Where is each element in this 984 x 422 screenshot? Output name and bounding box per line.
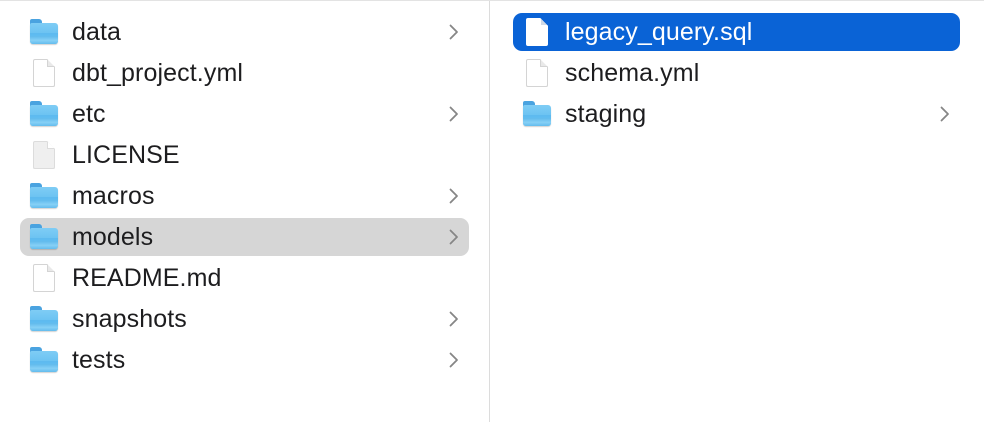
file-row-tests[interactable]: tests [20, 341, 469, 379]
document-gray-icon [28, 139, 60, 171]
file-row-label: LICENSE [72, 141, 180, 169]
file-row-label: staging [565, 100, 647, 128]
chevron-right-icon[interactable] [445, 105, 463, 123]
file-column-child: legacy_query.sql schema.yml staging [490, 1, 983, 422]
chevron-right-icon[interactable] [445, 310, 463, 328]
file-row-legacy-query-sql[interactable]: legacy_query.sql [513, 13, 960, 51]
file-list-child: legacy_query.sql schema.yml staging [490, 10, 983, 136]
file-row-label: etc [72, 100, 106, 128]
file-row-label: schema.yml [565, 59, 700, 87]
file-row-license[interactable]: LICENSE [20, 136, 469, 174]
file-row-label: dbt_project.yml [72, 59, 244, 87]
file-row-etc[interactable]: etc [20, 95, 469, 133]
file-row-readme-md[interactable]: README.md [20, 259, 469, 297]
file-row-snapshots[interactable]: snapshots [20, 300, 469, 338]
folder-icon [521, 98, 553, 130]
chevron-right-icon[interactable] [445, 23, 463, 41]
chevron-right-icon[interactable] [445, 228, 463, 246]
document-icon [28, 262, 60, 294]
file-row-dbt-project-yml[interactable]: dbt_project.yml [20, 54, 469, 92]
folder-icon [28, 180, 60, 212]
folder-icon [28, 16, 60, 48]
chevron-right-icon[interactable] [445, 351, 463, 369]
file-row-label: macros [72, 182, 155, 210]
document-icon [521, 16, 553, 48]
folder-icon [28, 221, 60, 253]
folder-icon [28, 303, 60, 335]
file-row-label: README.md [72, 264, 222, 292]
file-row-label: snapshots [72, 305, 187, 333]
folder-icon [28, 344, 60, 376]
document-icon [521, 57, 553, 89]
file-row-data[interactable]: data [20, 13, 469, 51]
folder-icon [28, 98, 60, 130]
file-row-models[interactable]: models [20, 218, 469, 256]
file-row-label: tests [72, 346, 126, 374]
chevron-right-icon[interactable] [936, 105, 954, 123]
file-row-macros[interactable]: macros [20, 177, 469, 215]
file-row-label: models [72, 223, 154, 251]
document-icon [28, 57, 60, 89]
file-row-label: legacy_query.sql [565, 18, 753, 46]
chevron-right-icon[interactable] [445, 187, 463, 205]
file-row-label: data [72, 18, 122, 46]
file-row-staging[interactable]: staging [513, 95, 960, 133]
file-row-schema-yml[interactable]: schema.yml [513, 54, 960, 92]
